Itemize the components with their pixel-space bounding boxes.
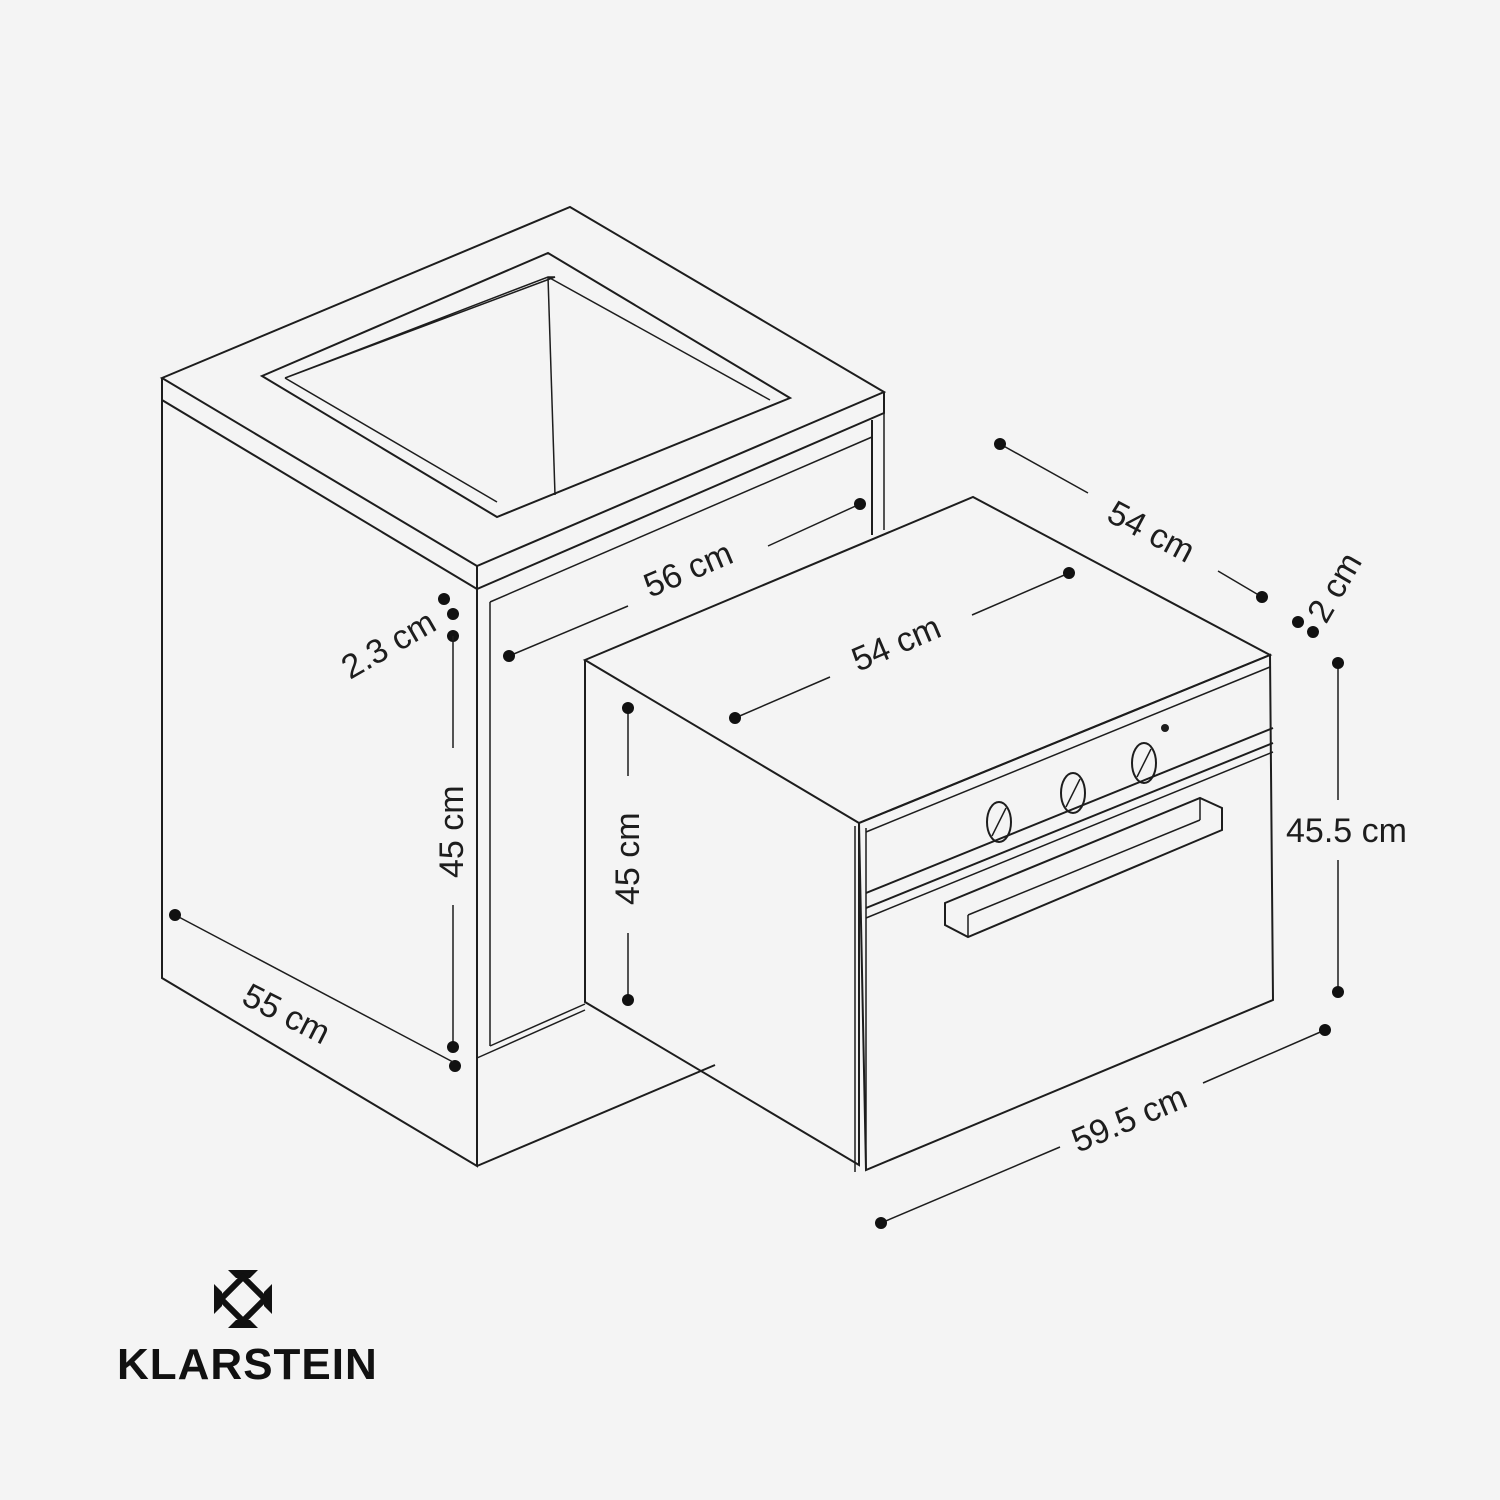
label-oven-body-width: 54 cm <box>846 608 946 679</box>
dim-dot <box>1332 986 1344 998</box>
dim-dot <box>854 498 866 510</box>
oven <box>582 495 1275 1172</box>
dim-dot <box>1292 616 1304 628</box>
dim-dot <box>447 1041 459 1053</box>
label-oven-front-thickness: 2 cm <box>1300 546 1370 629</box>
dim-dot <box>169 909 181 921</box>
oven-front-panel <box>857 653 1275 1172</box>
dim-dot <box>1332 657 1344 669</box>
dim-dot <box>1319 1024 1331 1036</box>
dim-dot <box>449 1060 461 1072</box>
label-cabinet-depth: 55 cm <box>236 976 336 1052</box>
knob-1-icon <box>986 801 1012 843</box>
knob-3-icon <box>1131 742 1157 784</box>
dim-dot <box>503 650 515 662</box>
label-cabinet-inner-height: 45 cm <box>433 785 471 878</box>
knob-2-icon <box>1060 772 1086 814</box>
dim-dot <box>447 608 459 620</box>
dim-dot <box>1307 626 1319 638</box>
label-cabinet-inner-width: 56 cm <box>638 534 738 605</box>
brand-name: KLARSTEIN <box>117 1340 378 1389</box>
cabinet-front-opening <box>489 436 873 603</box>
cabinet <box>159 205 887 1168</box>
cabinet-top-opening <box>259 251 793 519</box>
dim-dot <box>438 593 450 605</box>
label-oven-depth: 54 cm <box>1101 494 1201 571</box>
label-oven-body-height: 45 cm <box>609 812 647 905</box>
cabinet-top-edge-left <box>161 378 885 591</box>
dim-dot <box>994 438 1006 450</box>
label-oven-front-width: 59.5 cm <box>1066 1078 1192 1160</box>
indicator-light-icon <box>1161 724 1169 732</box>
oven-side <box>584 660 860 1167</box>
dim-dot <box>729 712 741 724</box>
dim-dot <box>875 1217 887 1229</box>
cabinet-side-panel <box>161 400 478 1168</box>
dimension-lines <box>169 438 1344 1229</box>
dim-dot <box>622 994 634 1006</box>
dim-dot <box>1256 591 1268 603</box>
dim-dot <box>622 702 634 714</box>
cabinet-top-surface <box>159 205 887 568</box>
door-handle <box>944 796 1223 939</box>
label-cabinet-top-thickness: 2.3 cm <box>335 603 442 687</box>
label-oven-front-height: 45.5 cm <box>1286 812 1407 850</box>
dim-dot <box>1063 567 1075 579</box>
diamond-corner-mark-icon <box>214 1270 272 1328</box>
